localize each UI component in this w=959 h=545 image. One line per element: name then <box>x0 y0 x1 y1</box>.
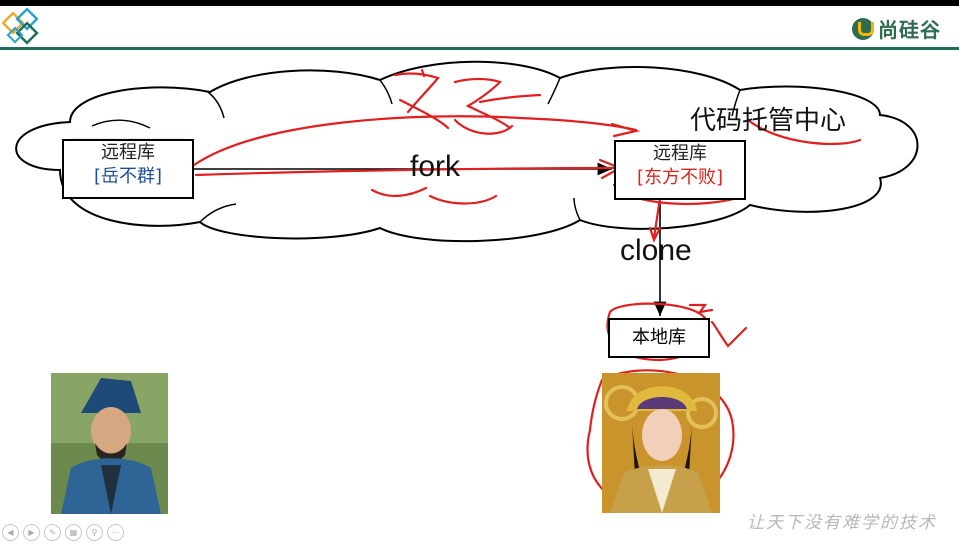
zoom-icon[interactable]: ⚲ <box>86 524 103 541</box>
pen-icon[interactable]: ✎ <box>44 524 61 541</box>
brand-name: 尚硅谷 <box>878 18 941 42</box>
more-icon[interactable]: ⋯ <box>107 524 124 541</box>
cloud-title: 代码托管中心 <box>690 106 847 136</box>
brand: 尚硅谷 <box>852 14 941 43</box>
character-portrait-left <box>51 373 168 514</box>
brand-logo-icon <box>852 17 874 40</box>
local-repo-label: 本地库 <box>632 327 686 348</box>
remote-repo-dongfang-owner: [东方不败] <box>636 167 724 188</box>
top-bar <box>0 0 959 6</box>
remote-repo-yue-label: 远程库 <box>101 142 155 163</box>
back-icon[interactable]: ◀ <box>2 524 19 541</box>
remote-repo-dongfang-label: 远程库 <box>653 143 707 164</box>
diamond-logo-icon <box>2 7 39 45</box>
local-repo: 本地库 <box>608 318 710 358</box>
remote-repo-yue: 远程库 [岳不群] <box>62 139 194 199</box>
remote-repo-yue-owner: [岳不群] <box>93 166 163 187</box>
remote-repo-dongfang: 远程库 [东方不败] <box>614 140 746 200</box>
slide-nav-controls: ◀ ▶ ✎ ▦ ⚲ ⋯ <box>2 524 124 541</box>
slogan: 让天下没有难学的技术 <box>747 513 937 533</box>
character-portrait-right <box>602 373 720 513</box>
clone-label: clone <box>620 234 692 267</box>
fork-label: fork <box>410 150 461 183</box>
forward-icon[interactable]: ▶ <box>23 524 40 541</box>
header-divider <box>0 47 959 50</box>
slides-icon[interactable]: ▦ <box>65 524 82 541</box>
